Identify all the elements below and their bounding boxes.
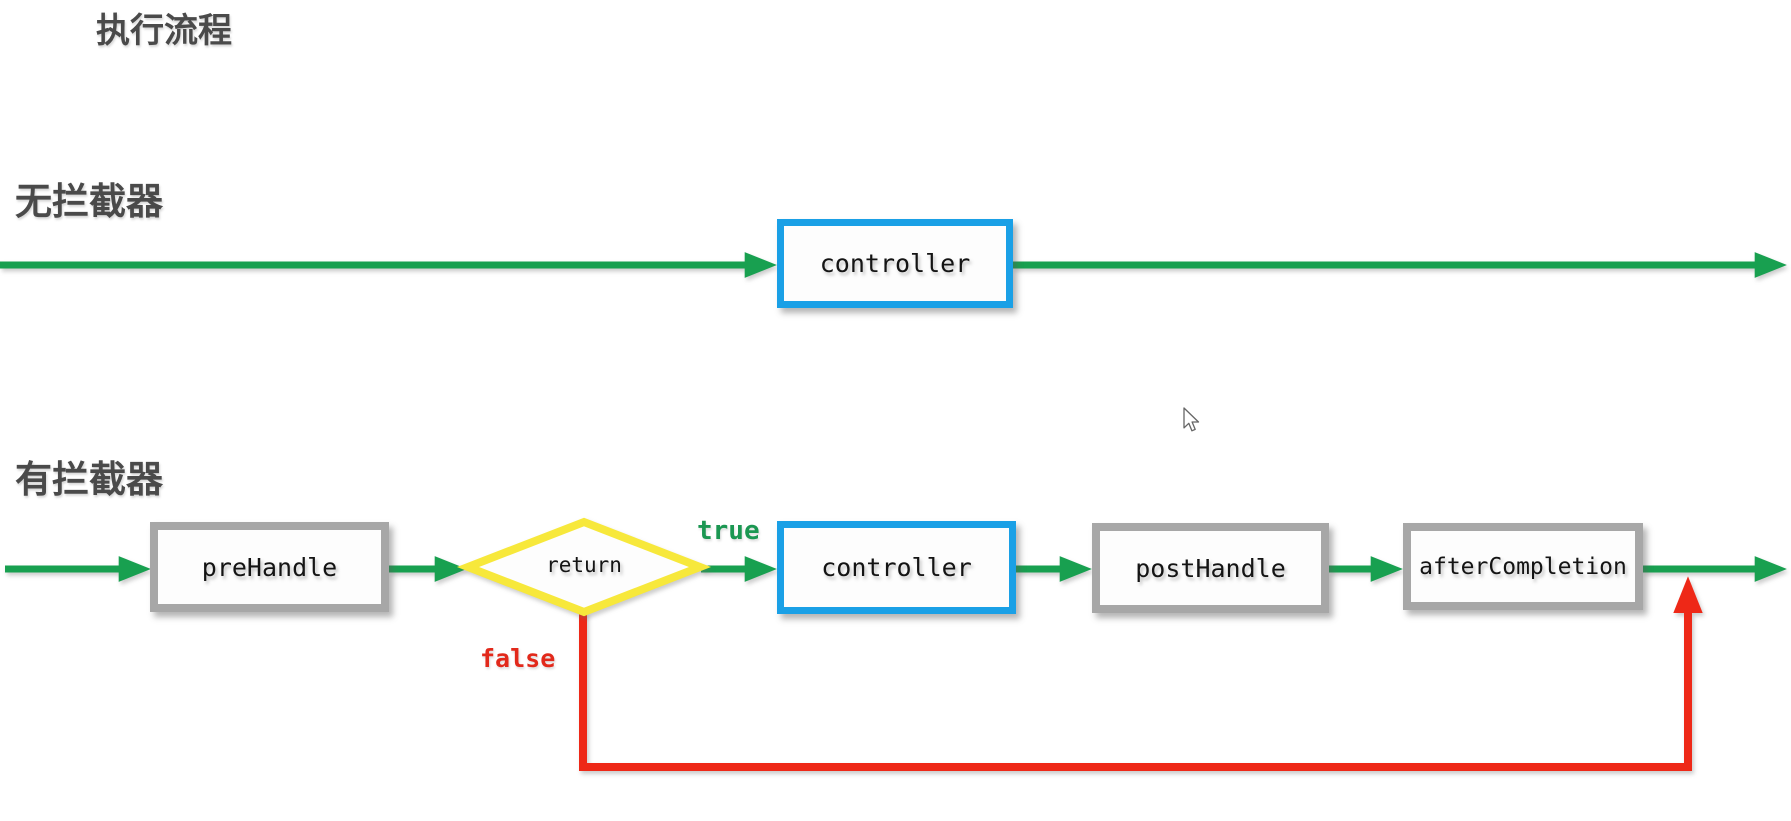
decision-return-label: return [546, 553, 622, 577]
node-controller-no-interceptor-label: controller [819, 249, 971, 278]
node-prehandle: preHandle [150, 522, 389, 612]
node-posthandle-label: postHandle [1135, 553, 1286, 583]
node-aftercompletion-label: afterCompletion [1419, 553, 1627, 580]
node-controller-with-interceptor: controller [777, 521, 1016, 614]
page-title: 执行流程 [96, 12, 232, 50]
mouse-cursor [1183, 407, 1200, 432]
node-prehandle-label: preHandle [201, 552, 338, 582]
node-posthandle: postHandle [1092, 523, 1329, 613]
node-controller-with-interceptor-label: controller [821, 553, 972, 582]
node-controller-no-interceptor: controller [777, 219, 1013, 308]
false-branch-return-path [579, 576, 1703, 771]
branch-label-true: true [697, 516, 760, 546]
section-label-with-interceptor: 有拦截器 [15, 459, 163, 500]
node-aftercompletion: afterCompletion [1403, 523, 1643, 610]
decision-diamond [456, 517, 712, 617]
branch-label-false: false [480, 644, 556, 673]
section-label-no-interceptor: 无拦截器 [15, 181, 163, 222]
